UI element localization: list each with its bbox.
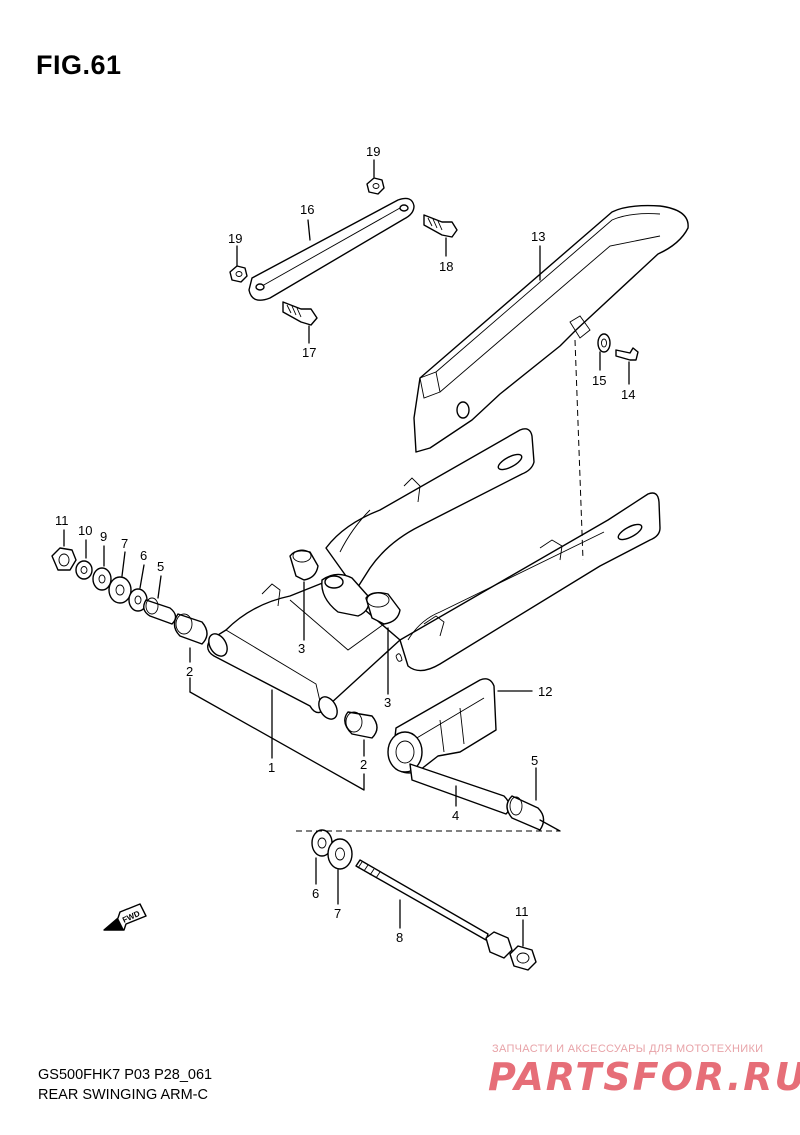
label-7-right: 7 [334,906,341,921]
label-3-upper: 3 [298,641,305,656]
swing-arm-right-leg [399,492,661,672]
spacer-5-left [143,599,177,625]
label-9: 9 [100,529,107,544]
dust-seal-7-right [327,838,353,870]
washer-10 [75,560,93,580]
label-10: 10 [78,523,92,538]
label-17: 17 [302,345,316,360]
rod-eye-rear [399,204,409,212]
label-13: 13 [531,229,545,244]
swing-arm [207,428,661,720]
label-7-left: 7 [121,536,128,551]
washer-9 [92,567,112,591]
pivot-bolt-assembly [311,829,537,971]
label-19-lower: 19 [228,231,242,246]
pivot-end-left [208,633,228,657]
label-5-right: 5 [531,753,538,768]
label-4: 4 [452,808,459,823]
dust-seal-7-left [108,576,132,604]
label-8: 8 [396,930,403,945]
label-18: 18 [439,259,453,274]
axle-slot-right [617,523,643,541]
label-6-right: 6 [312,886,319,901]
part-labels: 19 16 19 18 17 13 15 14 11 10 9 7 6 5 3 … [55,144,635,945]
fwd-arrow: FWD [103,903,147,931]
nut-11-right [509,945,537,971]
bolt-17 [282,301,318,326]
chain-case-mount-hole [456,401,470,419]
bearing-2-right [344,711,378,739]
model-code: GS500FHK7 P03 P28_061 [38,1067,213,1083]
label-1: 1 [268,760,275,775]
spacer-4-head [387,731,423,773]
nut-19-upper [366,177,385,195]
chain-buffer-assembly [387,678,545,831]
label-11-right: 11 [515,904,529,919]
washer-15 [597,333,611,353]
chain-case [413,204,689,453]
pivot-bolt-8 [355,859,489,941]
left-pivot-hardware [51,547,208,645]
chain-case-assembly [413,204,689,453]
shock-mount-eye [324,575,344,589]
pivot-end-right [318,696,338,720]
diagram-title: REAR SWINGING ARM-C [38,1087,208,1103]
label-2-left: 2 [186,664,193,679]
nut-11-left [51,547,77,571]
screw-14 [615,347,639,361]
watermark-logo: PARTSFOR.RU [488,1055,800,1099]
label-2-right: 2 [360,757,367,772]
spacer-4-tube [409,763,511,815]
label-15: 15 [592,373,606,388]
label-16: 16 [300,202,314,217]
label-19-upper: 19 [366,144,380,159]
label-11-left: 11 [55,513,69,528]
label-12: 12 [538,684,552,699]
leader-lines [63,159,630,947]
label-14: 14 [621,387,635,402]
nut-19-lower [229,265,248,283]
axle-slot-left [497,453,523,471]
pivot-bolt-8-head [485,931,513,959]
rod-eye-front [255,283,265,291]
label-6-left: 6 [140,548,147,563]
torque-rod-assembly [229,177,458,326]
label-3-lower: 3 [384,695,391,710]
label-5-left: 5 [157,559,164,574]
spacer-5-right [506,795,545,831]
watermark-caption: ЗАПЧАСТИ И АКСЕССУАРЫ ДЛЯ МОТОТЕХНИКИ [492,1043,764,1055]
swing-arm-left-leg [325,428,535,591]
bushing-3-upper [289,549,319,581]
figure-title: FIG.61 [36,50,122,80]
